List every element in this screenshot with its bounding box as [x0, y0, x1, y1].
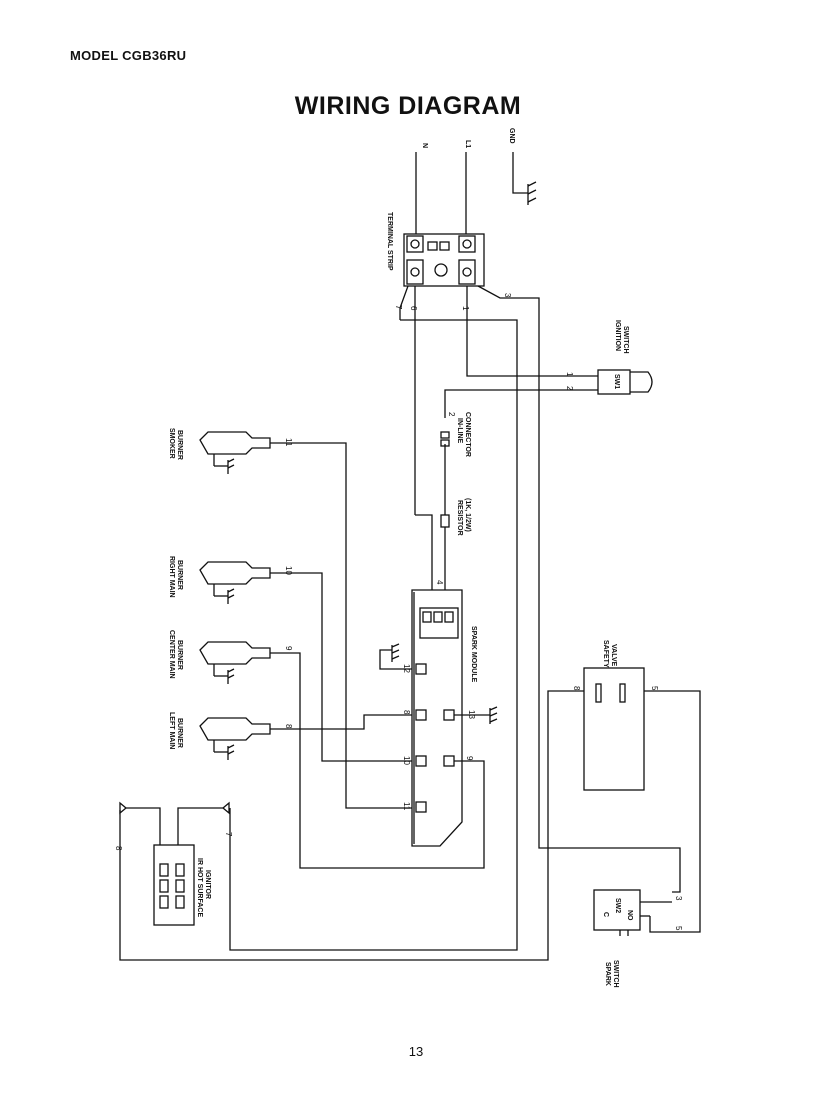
spark-switch-code: SW2	[614, 898, 621, 913]
wire-2	[444, 389, 572, 418]
center-burner-label-1: CENTER MAIN	[168, 630, 175, 679]
wire-8	[270, 714, 412, 730]
spark-switch: C SW2 NO SPARK SWITCH	[593, 889, 672, 988]
ignition-wire-2: 2	[565, 386, 574, 391]
wire-number-5-valve: 5	[650, 686, 659, 691]
ignitor-lead-left	[126, 807, 161, 845]
spark-switch-c: C	[602, 912, 609, 917]
ground-label: GND	[508, 128, 515, 144]
wire-3	[477, 285, 681, 893]
wire-number-3-switch: 3	[674, 896, 683, 901]
wire-1	[466, 286, 572, 377]
ignition-wire-1: 1	[565, 372, 574, 377]
wire-number-9-module: 9	[465, 756, 474, 761]
ignitor-lead-right	[177, 807, 223, 845]
wire-number-13: 13	[467, 710, 476, 719]
right-burner-label-2: BURNER	[176, 560, 183, 590]
wire-number-8-ignitor: 8	[114, 846, 123, 851]
spark-module: SPARK MODULE	[411, 589, 477, 847]
ignition-switch-code: SW1	[613, 374, 620, 389]
safety-label-1: SAFETY	[602, 640, 609, 668]
ignition-label-1: IGNITION	[614, 320, 621, 351]
wire-number-7-top: 7	[394, 305, 403, 310]
smoker-burner: SMOKER BURNER	[168, 428, 271, 474]
model-number: MODEL CGB36RU	[70, 48, 187, 63]
wire-number-5-switch: 5	[674, 926, 683, 931]
wire-6-low	[415, 514, 433, 590]
wire-7	[229, 319, 518, 951]
wire-number-12: 12	[402, 664, 411, 673]
wire-number-1: 1	[461, 306, 470, 311]
neutral-label: N	[421, 143, 428, 148]
inline-label-2: CONNECTOR	[464, 412, 471, 457]
wire-number-6: 6	[409, 306, 418, 311]
spark-module-label: SPARK MODULE	[470, 626, 477, 683]
terminal-strip-label: TERMINAL STRIP	[386, 212, 393, 271]
safety-valve: SAFETY VALVE	[583, 640, 645, 791]
wire-number-11-top: 11	[284, 438, 293, 447]
wire-9	[270, 652, 485, 869]
ground-symbol-supply	[527, 181, 537, 205]
wire-number-10-module: 10	[402, 756, 411, 765]
wire-number-8-top: 8	[284, 724, 293, 729]
diagram-title: WIRING DIAGRAM	[294, 92, 522, 120]
ground-symbol-module-right	[489, 706, 498, 724]
ground-symbol-module-top	[391, 643, 400, 662]
smoker-label-1: SMOKER	[168, 428, 175, 459]
wire-number-10-top: 10	[284, 566, 293, 575]
spark-switch-no: NO	[626, 910, 633, 921]
left-burner-label-2: BURNER	[176, 718, 183, 748]
left-main-burner: LEFT MAIN BURNER	[168, 712, 271, 760]
ir-hot-surface-ignitor: IR HOT SURFACE IGNITOR	[119, 801, 230, 926]
wire-10	[270, 572, 412, 762]
wire-number-3-top: 3	[503, 293, 512, 298]
resistor-label-2: (1K, 1/2W)	[464, 498, 471, 532]
module-wire-4: 4	[435, 580, 444, 585]
inline-connector: IN-LINE CONNECTOR	[440, 412, 471, 457]
wire-number-9-top: 9	[284, 646, 293, 651]
line-label: L1	[464, 140, 471, 148]
wire-number-7-ignitor: 7	[224, 832, 233, 837]
safety-label-2: VALVE	[610, 644, 617, 667]
resistor: RESISTOR (1K, 1/2W)	[440, 498, 471, 536]
power-supply: N L1 GND	[415, 128, 537, 234]
ignition-switch: IGNITION SWITCH SW1 1 2	[565, 320, 653, 395]
center-burner-label-2: BURNER	[176, 640, 183, 670]
ground-wire	[512, 152, 528, 194]
ignitor-label-2: IGNITOR	[204, 870, 211, 899]
wire-number-8-module: 8	[402, 710, 411, 715]
inline-wire-number: 2	[447, 412, 456, 417]
wire-12	[379, 649, 412, 670]
right-burner-label-1: RIGHT MAIN	[168, 556, 175, 598]
left-burner-label-1: LEFT MAIN	[168, 712, 175, 749]
wire-5-switch	[649, 916, 670, 933]
wire-number-8-valve: 8	[572, 686, 581, 691]
spark-switch-label-2: SWITCH	[612, 960, 619, 988]
wire-5	[644, 690, 701, 933]
smoker-label-2: BURNER	[176, 430, 183, 460]
terminal-strip: TERMINAL STRIP	[386, 212, 485, 287]
spark-switch-label-1: SPARK	[604, 962, 611, 986]
right-main-burner: RIGHT MAIN BURNER	[168, 556, 271, 604]
wire-11	[270, 442, 412, 809]
ignition-label-2: SWITCH	[622, 326, 629, 354]
ignitor-label-1: IR HOT SURFACE	[196, 858, 203, 917]
wire-7-from-strip	[399, 285, 409, 320]
center-main-burner: CENTER MAIN BURNER	[168, 630, 271, 684]
wire-8-safety	[119, 690, 584, 961]
resistor-label-1: RESISTOR	[456, 500, 463, 536]
wire-number-11-module: 11	[402, 802, 411, 811]
inline-label-1: IN-LINE	[456, 418, 463, 444]
page-number: 13	[408, 1044, 424, 1059]
